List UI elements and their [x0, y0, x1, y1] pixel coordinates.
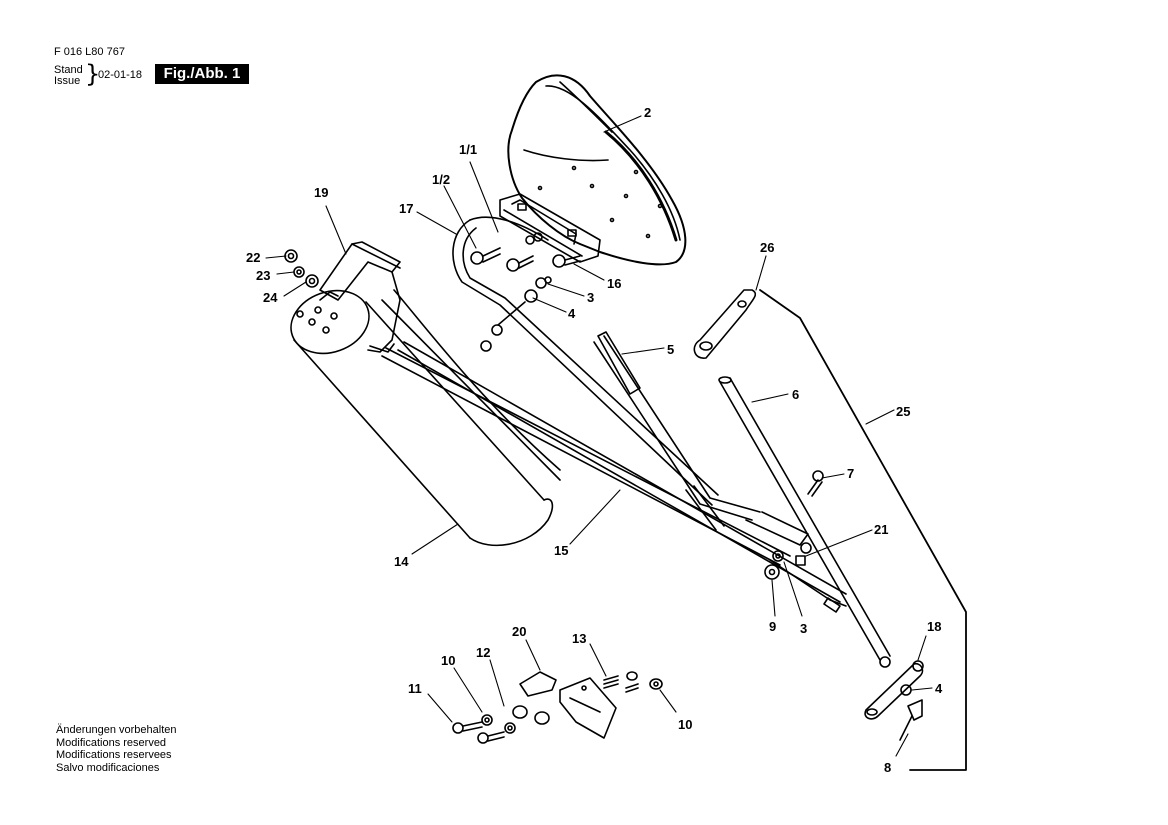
callout-9: 9 [769, 619, 776, 634]
callout-15: 15 [554, 543, 568, 558]
callout-21: 21 [874, 522, 888, 537]
callout-10-right: 10 [678, 717, 692, 732]
part-number: F 016 L80 767 [54, 46, 125, 58]
callout-23: 23 [256, 268, 270, 283]
part-6-rod [718, 376, 891, 668]
callout-11: 11 [408, 681, 422, 696]
bolts-1-2 [470, 232, 581, 352]
callout-19: 19 [314, 185, 328, 200]
lower-lever-cluster [864, 660, 924, 741]
part-7-screw [807, 470, 824, 497]
part-17-handle-frame [452, 216, 719, 506]
nuts-22-23-24 [284, 249, 319, 288]
issue-date: 02-01-18 [98, 69, 143, 81]
issue-label: Issue [54, 75, 81, 87]
stand-label: Stand [54, 64, 83, 76]
callout-18: 18 [927, 619, 941, 634]
callout-5: 5 [667, 342, 674, 357]
note-es: Salvo modificaciones [56, 761, 160, 774]
part-25-bracket-outline [759, 289, 967, 771]
callout-20: 20 [512, 624, 526, 639]
part-19-yoke [319, 241, 401, 353]
callout-labels: 2 1/1 1/2 17 19 22 23 24 16 3 4 26 5 6 2… [246, 105, 943, 775]
part-5-threaded-rod [593, 331, 812, 554]
washers-9-3-21 [764, 550, 841, 613]
callout-6: 6 [792, 387, 799, 402]
callout-3-upper: 3 [587, 290, 594, 305]
callout-13: 13 [572, 631, 586, 646]
callout-10-left: 10 [441, 653, 455, 668]
seat-bracket [499, 193, 601, 263]
callout-4-lower: 4 [935, 681, 943, 696]
callout-16: 16 [607, 276, 621, 291]
callout-8: 8 [884, 760, 891, 775]
callout-2: 2 [644, 105, 651, 120]
callout-1-1: 1/1 [459, 142, 477, 157]
callout-12: 12 [476, 645, 490, 660]
note-fr: Modifications reservees [56, 749, 172, 761]
callout-26: 26 [760, 240, 774, 255]
part-26-lever [693, 289, 757, 359]
callout-7: 7 [847, 466, 854, 481]
leader-lines [265, 115, 933, 757]
callout-25: 25 [896, 404, 910, 419]
note-de: Änderungen vorbehalten [56, 724, 177, 736]
callout-1-2: 1/2 [432, 172, 450, 187]
callout-14: 14 [394, 554, 409, 569]
part-15-frame-rods [381, 341, 847, 607]
stand-issue-label: Stand Issue [54, 65, 83, 87]
small-parts-group [452, 671, 663, 744]
callout-24: 24 [263, 290, 278, 305]
note-en: Modifications reserved [56, 736, 167, 749]
figure-badge: Fig./Abb. 1 [155, 64, 249, 84]
callout-22: 22 [246, 250, 260, 265]
part-2-seat-shell [507, 74, 687, 266]
part-14-roller [290, 289, 561, 546]
callout-3-lower: 3 [800, 621, 807, 636]
modification-notes: Änderungen vorbehalten Modifications res… [56, 724, 176, 774]
callout-17: 17 [399, 201, 413, 216]
callout-4-upper: 4 [568, 306, 576, 321]
brace-glyph: } [85, 60, 101, 88]
